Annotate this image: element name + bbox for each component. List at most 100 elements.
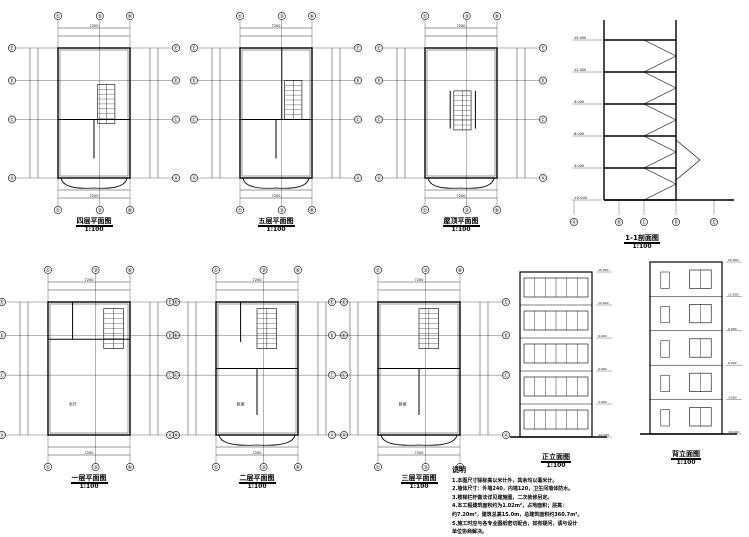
- design-notes: 说明 1.本图尺寸除标高以米计外，其余均以毫米计。 2.墙体尺寸：外墙240，内…: [452, 466, 583, 537]
- level-label: 3.000: [574, 164, 584, 168]
- window: [660, 374, 670, 392]
- level-label: 15.000: [728, 258, 739, 262]
- grid-bubble: [493, 206, 501, 214]
- level-label: 6.000: [728, 361, 737, 365]
- grid-label: Ⓔ: [191, 45, 196, 52]
- grid-label: Ⓐ: [503, 432, 508, 439]
- grid-bubble: [236, 206, 244, 214]
- grid-bubble: [0, 371, 6, 380]
- grid-bubble: [91, 266, 100, 274]
- stair-flight: [643, 39, 677, 57]
- grid-label: ③: [280, 208, 284, 214]
- grid-bubble: [0, 431, 6, 439]
- grid-bubble: [8, 115, 16, 124]
- grid-bubble: [0, 331, 6, 340]
- dimension-text: 7200: [253, 451, 262, 455]
- level-label: 9.000: [574, 100, 584, 104]
- grid-bubble: [328, 431, 336, 439]
- grid-label: ③: [261, 465, 265, 471]
- grid-label: Ⓐ: [191, 175, 196, 182]
- grid-label: Ⓔ: [711, 219, 716, 226]
- grid-label: ③: [261, 268, 265, 274]
- grid-bubble: [421, 12, 429, 20]
- grid-label: Ⓐ: [0, 432, 5, 439]
- grid-label: ⑥: [296, 465, 301, 471]
- stair-flight: [643, 135, 677, 153]
- grid-bubble: [166, 371, 174, 380]
- grid-bubble: [570, 218, 578, 226]
- drawing-title: 1-1剖面图: [624, 234, 660, 244]
- interior-wall-line: [59, 49, 129, 177]
- level-label: ±0.000: [574, 196, 587, 200]
- grid-label: Ⓒ: [9, 117, 14, 124]
- grid-bubble: [456, 463, 464, 471]
- grid-bubble: [8, 174, 16, 182]
- grid-label: Ⓔ: [329, 332, 334, 339]
- grid-label: Ⓔ: [173, 78, 178, 85]
- grid-label: ①: [214, 268, 219, 274]
- grid-label: Ⓔ: [173, 299, 178, 306]
- grid-label: ①: [46, 465, 51, 471]
- grid-bubble: [95, 206, 104, 214]
- grid-bubble: [44, 463, 52, 471]
- grid-label: ①: [423, 14, 428, 20]
- grid-bubble: [539, 115, 547, 124]
- window: [660, 409, 670, 427]
- grid-label: Ⓔ: [503, 332, 508, 339]
- grid-label: Ⓔ: [191, 78, 196, 85]
- grid-label: Ⓔ: [173, 332, 178, 339]
- grid-label: ⑥: [128, 268, 133, 274]
- stair-flight: [643, 183, 677, 201]
- grid-label: ③: [98, 14, 102, 20]
- grid-bubble: [672, 218, 680, 226]
- grid-label: ①: [46, 268, 51, 274]
- grid-label: Ⓔ: [376, 45, 381, 52]
- grid-bubble: [493, 12, 501, 20]
- grid-bubble: [172, 44, 180, 52]
- interior-wall-line: [426, 49, 496, 177]
- grid-label: Ⓒ: [173, 372, 178, 379]
- grid-label: Ⓐ: [173, 175, 178, 182]
- balcony-outline: [380, 434, 458, 446]
- grid-label: Ⓒ: [341, 372, 346, 379]
- grid-bubble: [259, 266, 268, 274]
- exterior-stair: [675, 139, 701, 181]
- grid-bubble: [354, 115, 362, 124]
- grid-label: Ⓒ: [329, 372, 334, 379]
- grid-bubble: [277, 206, 286, 214]
- exterior-wall: [424, 47, 498, 179]
- grid-label: Ⓔ: [9, 45, 14, 52]
- grid-label: Ⓑ: [616, 219, 621, 226]
- grid-label: ⑥: [310, 14, 315, 20]
- balcony-outline: [242, 177, 310, 189]
- grid-label: Ⓐ: [167, 432, 172, 439]
- stair-flight: [643, 55, 677, 73]
- note-line: 约7.20m²，建筑总高15.0m，总建筑面积约360.7m²。: [452, 511, 583, 518]
- grid-label: Ⓒ: [167, 372, 172, 379]
- level-label: 15.000: [574, 36, 586, 40]
- note-line: 单位协商解决。: [452, 529, 488, 536]
- grid-bubble: [126, 463, 134, 471]
- grid-label: Ⓒ: [0, 372, 5, 379]
- grid-label: ⑥: [296, 268, 301, 274]
- note-line: 2.墙体尺寸：外墙240，内墙120，卫生间墙体防水。: [452, 486, 574, 493]
- dimension-text: 7200: [272, 24, 281, 28]
- grid-bubble: [421, 206, 429, 214]
- grid-label: ①: [238, 208, 243, 214]
- dimension-text: 7200: [253, 278, 262, 282]
- grid-bubble: [539, 174, 547, 182]
- grid-label: ⑥: [495, 14, 500, 20]
- grid-label: ③: [465, 208, 469, 214]
- grid-bubble: [126, 206, 134, 214]
- grid-bubble: [126, 12, 134, 20]
- grid-bubble: [190, 44, 198, 52]
- grid-label: Ⓒ: [191, 117, 196, 124]
- grid-label: Ⓒ: [173, 117, 178, 124]
- grid-label: ⑥: [128, 14, 133, 20]
- grid-bubble: [375, 115, 383, 124]
